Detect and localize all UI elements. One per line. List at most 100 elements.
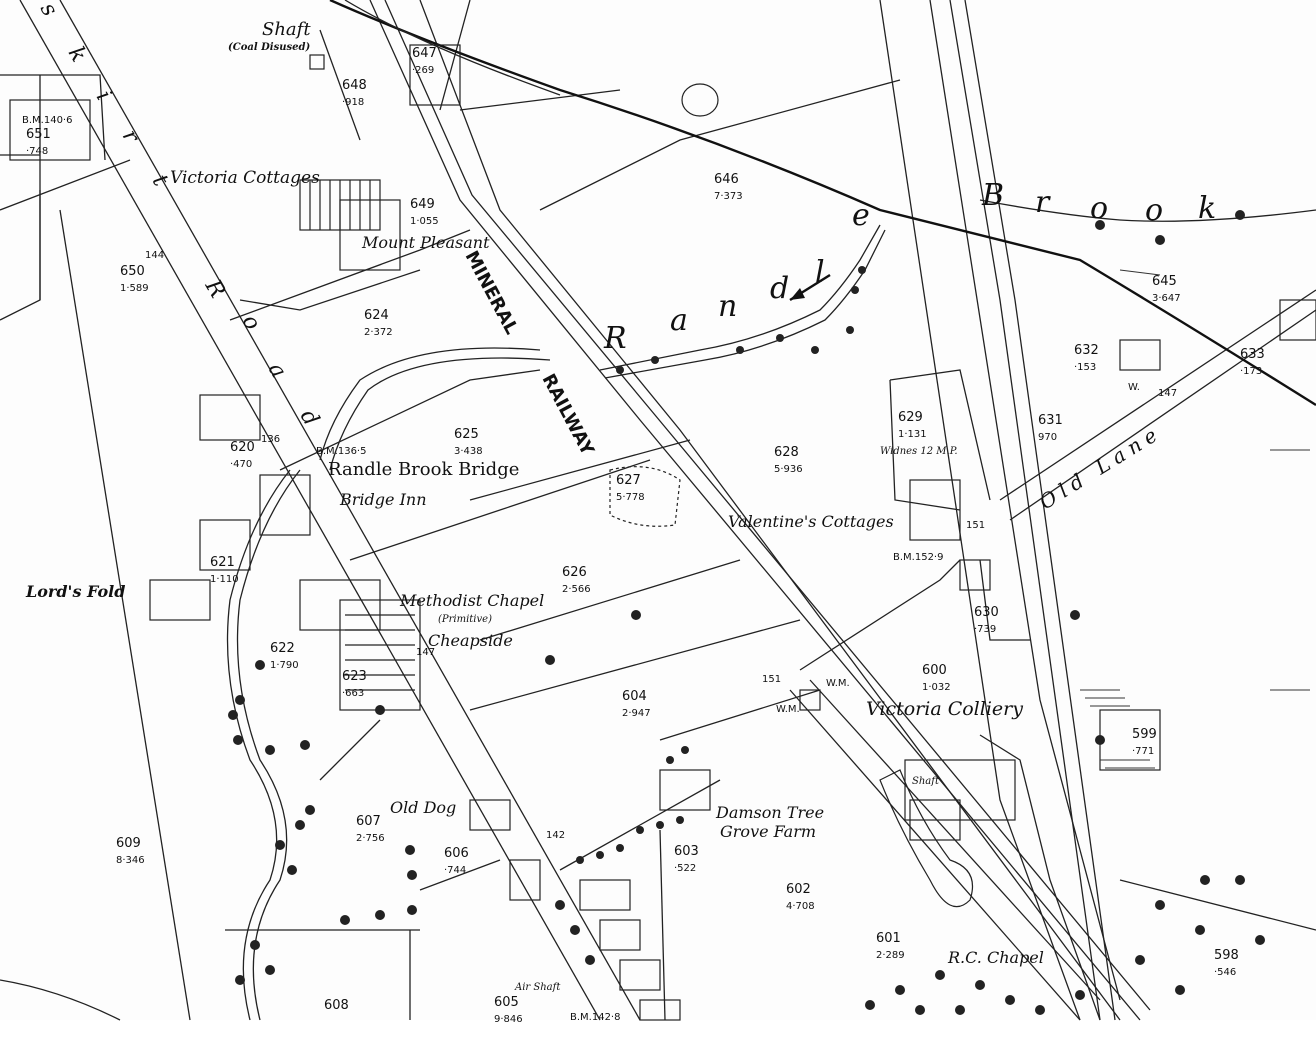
wm-east: W. (1128, 382, 1140, 393)
hachures (1080, 269, 1310, 769)
parcel-number-598: 598 (1214, 948, 1239, 963)
parcel-area-633: ·173 (1240, 366, 1262, 377)
parcel-number-649: 649 (410, 197, 435, 212)
parcel-area-646: 7·373 (714, 191, 743, 202)
brook-letter-1: R (603, 321, 629, 356)
parcel-area-631: 970 (1038, 432, 1057, 443)
brook-letter-6: e (852, 198, 872, 233)
parcel-number-647: 647 (412, 46, 437, 61)
parcel-area-600: 1·032 (922, 682, 951, 693)
place-labels: Shaft (Coal Disused) Victoria Cottages M… (25, 19, 1166, 993)
parcel-number-650: 650 (120, 264, 145, 279)
bm-152-9: B.M.152·9 (893, 552, 943, 563)
parcel-number-625: 625 (454, 427, 479, 442)
label-shaft: Shaft (262, 19, 311, 40)
brook-letter-3: n (718, 289, 739, 324)
parcel-area-624: 2·372 (364, 327, 393, 338)
main-line-railway (879, 0, 1121, 1021)
label-cheapside: Cheapside (428, 631, 513, 650)
parcel-area-603: ·522 (674, 863, 696, 874)
parcel-number-622: 622 (270, 641, 295, 656)
label-methodist-chapel: Methodist Chapel (399, 591, 544, 610)
parcel-number-645: 645 (1152, 274, 1177, 289)
brook-letter-8: r (1035, 185, 1051, 220)
parcel-number-607: 607 (356, 814, 381, 829)
parcel-number-626: 626 (562, 565, 587, 580)
parcel-number-648: 648 (342, 78, 367, 93)
parcel-number-646: 646 (714, 172, 739, 187)
parcel-number-603: 603 (674, 844, 699, 859)
spot-151-east: 151 (966, 520, 985, 531)
label-coal-disused: (Coal Disused) (228, 42, 310, 53)
parcel-area-598: ·546 (1214, 967, 1236, 978)
parcel-number-605: 605 (494, 995, 519, 1010)
parcel-area-650: 1·589 (120, 283, 149, 294)
label-victoria-cottages: Victoria Cottages (170, 168, 320, 188)
label-victoria-colliery: Victoria Colliery (866, 698, 1023, 720)
label-old-dog: Old Dog (390, 798, 456, 817)
flow-arrow-icon (789, 273, 831, 302)
parcel-number-601: 601 (876, 931, 901, 946)
parcel-area-623: ·663 (342, 688, 364, 699)
label-valentines-cottages: Valentine's Cottages (728, 512, 894, 531)
wm-south: W.M. (776, 704, 800, 715)
parcel-labels: 647·269648·918651·7486491·0556467·373650… (26, 46, 1265, 1025)
valentines-cottages-building (909, 479, 961, 541)
brook-letter-5: l (815, 255, 827, 290)
brook-letter-11: k (1198, 191, 1218, 226)
brook-letter-2: a (670, 303, 690, 338)
brook-letter-9: o (1090, 191, 1110, 226)
parcel-number-631: 631 (1038, 413, 1063, 428)
spot-142: 142 (546, 830, 565, 841)
label-randle-brook-bridge: Randle Brook Bridge (328, 459, 519, 480)
brook-letter-4: d (770, 271, 791, 306)
parcel-number-604: 604 (622, 689, 647, 704)
parcel-area-629: 1·131 (898, 429, 927, 440)
spot-147-east: 147 (1158, 388, 1177, 399)
parcel-number-630: 630 (974, 605, 999, 620)
brook-letter-10: o (1145, 193, 1165, 228)
parcel-area-599: ·771 (1132, 746, 1154, 757)
spot-151: 151 (762, 674, 781, 685)
bm-136-5: B.M.136·5 (316, 446, 366, 457)
label-primitive: (Primitive) (438, 614, 492, 625)
parcel-area-609: 8·346 (116, 855, 145, 866)
parcel-number-606: 606 (444, 846, 469, 861)
spot-147: 147 (416, 647, 435, 658)
parcel-area-606: ·744 (444, 865, 466, 876)
parcel-area-605: 9·846 (494, 1014, 523, 1025)
field-boundaries (0, 0, 1316, 1021)
parcel-number-620: 620 (230, 440, 255, 455)
parcel-area-625: 3·438 (454, 446, 483, 457)
parcel-area-621: 1·110 (210, 574, 239, 585)
parcel-area-607: 2·756 (356, 833, 385, 844)
spot-136: 136 (261, 434, 280, 445)
parcel-area-604: 2·947 (622, 708, 651, 719)
parcel-area-648: ·918 (342, 97, 364, 108)
label-widnes-milepost: Widnes 12 M.P. (880, 446, 958, 457)
label-rc-chapel: R.C. Chapel (947, 948, 1044, 967)
parcel-number-629: 629 (898, 410, 923, 425)
brook-letter-7: B (981, 178, 1006, 213)
parcel-number-602: 602 (786, 882, 811, 897)
parcel-area-647: ·269 (412, 65, 434, 76)
bm-140-6: B.M.140·6 (22, 115, 72, 126)
spot-144: 144 (145, 250, 164, 261)
bench-marks: B.M.136·5 B.M.152·9 B.M.142·8 B.M.140·6 … (22, 115, 1177, 1023)
parcel-number-600: 600 (922, 663, 947, 678)
randle-brook (226, 0, 1316, 1021)
parcel-number-623: 623 (342, 669, 367, 684)
parcel-area-649: 1·055 (410, 216, 439, 227)
wm-north: W.M. (826, 678, 850, 689)
parcel-area-630: ·739 (974, 624, 996, 635)
parcel-area-645: 3·647 (1152, 293, 1181, 304)
label-grove-farm: Grove Farm (720, 822, 816, 841)
parcel-area-627: 5·778 (616, 492, 645, 503)
parcel-number-609: 609 (116, 836, 141, 851)
brook-name: R a n d l e B r o o k (603, 178, 1218, 356)
parcel-area-620: ·470 (230, 459, 252, 470)
label-damson-tree: Damson Tree (715, 803, 824, 822)
parcel-area-622: 1·790 (270, 660, 299, 671)
parcel-area-601: 2·289 (876, 950, 905, 961)
parcel-area-626: 2·566 (562, 584, 591, 595)
